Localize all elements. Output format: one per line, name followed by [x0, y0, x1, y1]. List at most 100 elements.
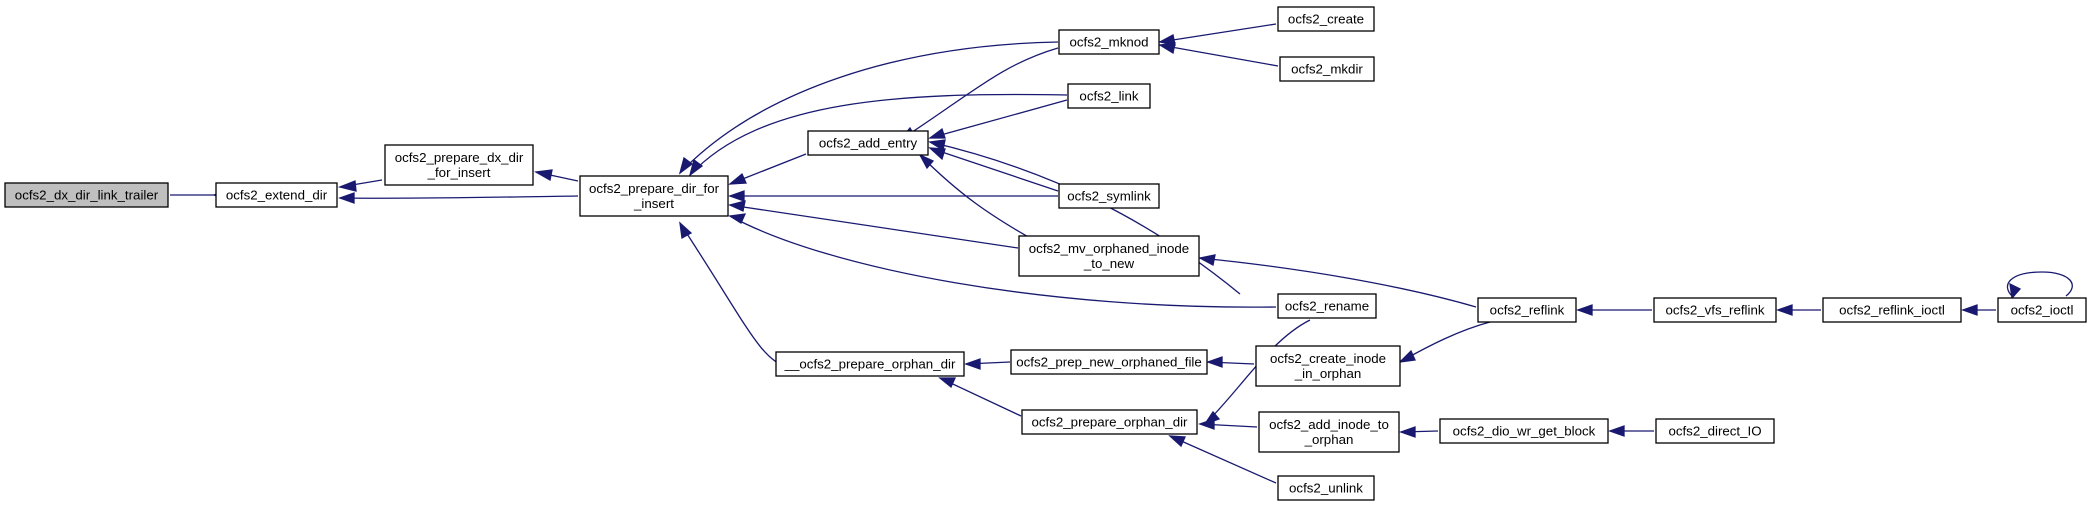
edge-line	[1199, 257, 1477, 308]
function-node[interactable]: ocfs2_reflink	[1477, 297, 1577, 323]
node-label: ocfs2_dio_wr_get_block	[1453, 424, 1596, 439]
function-node[interactable]: ocfs2_mv_orphaned_inode_to_new	[1018, 235, 1200, 277]
function-node[interactable]: ocfs2_vfs_reflink	[1653, 297, 1777, 323]
edge-line	[339, 195, 579, 199]
edge-line	[929, 147, 1059, 192]
node-label: ocfs2_mkdir	[1291, 62, 1363, 77]
node-box[interactable]	[215, 182, 338, 208]
call-edge	[728, 190, 1058, 202]
node-box[interactable]	[1439, 418, 1609, 444]
edge-line	[689, 93, 1068, 176]
node-label: ocfs2_ioctl	[2011, 303, 2074, 318]
function-node[interactable]: ocfs2_prepare_dir_for_insert	[579, 175, 729, 217]
call-edge	[1158, 23, 1277, 46]
node-box[interactable]	[1258, 411, 1400, 453]
node-box[interactable]	[1279, 56, 1375, 82]
function-node[interactable]: ocfs2_create	[1277, 6, 1375, 32]
call-edge	[337, 179, 383, 192]
function-node[interactable]: ocfs2_create_inode_in_orphan	[1255, 345, 1401, 387]
function-node[interactable]: ocfs2_add_inode_to_orphan	[1258, 411, 1400, 453]
node-box[interactable]	[1653, 297, 1777, 323]
edge-arrowhead	[964, 358, 981, 370]
node-box[interactable]	[1277, 475, 1375, 501]
edge-arrowhead	[1776, 304, 1793, 316]
call-edge	[2006, 271, 2073, 300]
node-box[interactable]	[1018, 235, 1200, 277]
node-box[interactable]	[1021, 409, 1198, 435]
function-node[interactable]: __ocfs2_prepare_orphan_dir	[775, 351, 965, 377]
edge-arrowhead	[1399, 426, 1416, 438]
function-node[interactable]: ocfs2_reflink_ioctl	[1822, 297, 1962, 323]
node-box[interactable]	[1822, 297, 1962, 323]
edge-arrowhead	[337, 180, 357, 192]
edge-line	[729, 215, 1277, 308]
edge-arrowhead	[938, 377, 957, 389]
node-label: ocfs2_add_entry	[819, 136, 918, 151]
node-label: ocfs2_reflink	[1490, 303, 1565, 318]
function-node[interactable]: ocfs2_dio_wr_get_block	[1439, 418, 1609, 444]
node-box[interactable]	[4, 182, 169, 208]
edge-line	[899, 47, 1059, 141]
edge-line	[2006, 271, 2073, 298]
node-label: ocfs2_symlink	[1067, 189, 1151, 204]
edge-arrowhead	[928, 127, 946, 139]
call-edge	[1168, 435, 1277, 484]
node-box[interactable]	[579, 175, 729, 217]
call-edge	[678, 41, 1059, 175]
call-edge	[1961, 304, 1996, 316]
node-box[interactable]	[1477, 297, 1577, 323]
node-label: __ocfs2_prepare_orphan_dir	[784, 357, 956, 372]
call-edge	[1158, 42, 1279, 67]
call-edge	[928, 147, 1059, 192]
edge-line	[679, 222, 791, 369]
node-box[interactable]	[1058, 183, 1160, 209]
edge-arrowhead	[1198, 254, 1216, 266]
function-node[interactable]: ocfs2_direct_IO	[1655, 418, 1775, 444]
node-box[interactable]	[1058, 29, 1160, 55]
node-box[interactable]	[1997, 297, 2087, 323]
function-node[interactable]: ocfs2_rename	[1277, 293, 1377, 319]
call-edge	[533, 169, 579, 182]
node-label: ocfs2_prepare_dir_for	[589, 181, 720, 196]
node-box[interactable]	[1255, 345, 1401, 387]
edge-arrowhead	[1158, 42, 1176, 55]
node-label: ocfs2_dx_dir_link_trailer	[15, 188, 159, 203]
node-box[interactable]	[807, 130, 929, 156]
node-label: ocfs2_prepare_dx_dir	[395, 150, 524, 165]
function-node[interactable]: ocfs2_prep_new_orphaned_file	[1010, 349, 1208, 375]
function-node[interactable]: ocfs2_ioctl	[1997, 297, 2087, 323]
function-node[interactable]: ocfs2_prepare_dx_dir_for_insert	[384, 144, 534, 186]
edge-arrowhead	[1608, 425, 1625, 437]
edge-arrowhead	[679, 221, 693, 240]
function-node[interactable]: ocfs2_add_entry	[807, 130, 929, 156]
node-label: ocfs2_prepare_orphan_dir	[1032, 415, 1189, 430]
function-node[interactable]: ocfs2_symlink	[1058, 183, 1160, 209]
function-node[interactable]: ocfs2_mkdir	[1279, 56, 1375, 82]
function-node[interactable]: ocfs2_mknod	[1058, 29, 1160, 55]
edge-arrowhead	[728, 213, 747, 224]
node-box[interactable]	[1655, 418, 1775, 444]
node-label: ocfs2_mv_orphaned_inode	[1029, 241, 1189, 256]
node-box[interactable]	[1277, 293, 1377, 319]
node-box[interactable]	[1067, 83, 1151, 109]
edge-arrowhead	[1961, 304, 1978, 316]
node-label: ocfs2_direct_IO	[1668, 424, 1761, 439]
node-box[interactable]	[775, 351, 965, 377]
function-node[interactable]: ocfs2_link	[1067, 83, 1151, 109]
call-edge	[688, 93, 1068, 177]
call-edge	[728, 213, 1277, 308]
function-node[interactable]: ocfs2_unlink	[1277, 475, 1375, 501]
function-node[interactable]: ocfs2_extend_dir	[215, 182, 338, 208]
root-function-node[interactable]: ocfs2_dx_dir_link_trailer	[4, 182, 169, 208]
edge-line	[919, 154, 1031, 239]
node-box[interactable]	[1010, 349, 1208, 375]
node-box[interactable]	[384, 144, 534, 186]
node-label: ocfs2_unlink	[1289, 481, 1363, 496]
call-edge	[1198, 254, 1477, 308]
node-box[interactable]	[1277, 6, 1375, 32]
node-label: ocfs2_link	[1079, 89, 1138, 104]
edge-arrowhead	[728, 200, 746, 212]
function-node[interactable]: ocfs2_prepare_orphan_dir	[1021, 409, 1198, 435]
edge-arrowhead	[728, 172, 747, 185]
